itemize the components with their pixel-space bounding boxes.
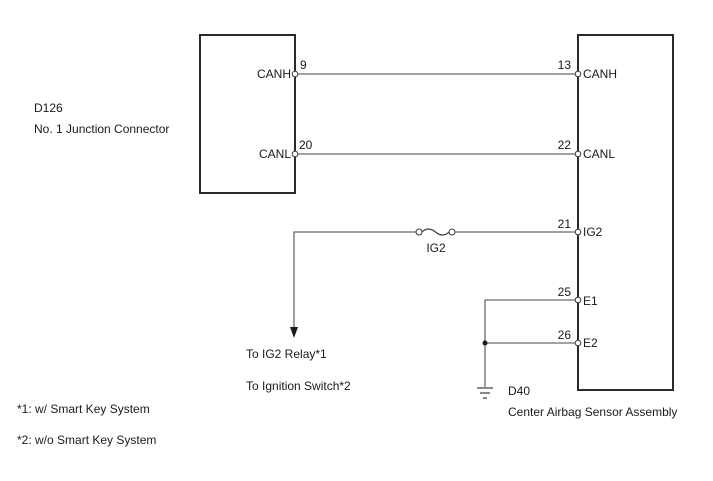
d40-pin-26-number: 26 xyxy=(558,328,572,342)
fuse-icon xyxy=(415,228,456,236)
pin-13-terminal xyxy=(574,70,582,78)
d40-canl-label: CANL xyxy=(583,147,615,161)
d40-pin-21-number: 21 xyxy=(558,217,572,231)
d126-code: D126 xyxy=(34,101,63,115)
d40-e1-label: E1 xyxy=(583,294,598,308)
arrow-down-icon xyxy=(290,327,298,338)
pin-20-terminal xyxy=(291,150,299,158)
ground-icon xyxy=(477,387,493,399)
d126-name: No. 1 Junction Connector xyxy=(34,122,169,136)
d40-name: Center Airbag Sensor Assembly xyxy=(508,405,677,419)
fuse-label: IG2 xyxy=(426,241,446,255)
destination-ig2-relay: To IG2 Relay*1 xyxy=(246,347,327,361)
d40-pin-25-number: 25 xyxy=(558,285,572,299)
d126-pin-9-number: 9 xyxy=(300,58,307,72)
d126-pin-20-number: 20 xyxy=(299,138,313,152)
airbag-sensor-box xyxy=(577,34,674,391)
destination-ignition-switch: To Ignition Switch*2 xyxy=(246,379,351,393)
junction-connector-box xyxy=(199,34,296,194)
d126-canl-label: CANL xyxy=(259,147,291,161)
d40-e2-label: E2 xyxy=(583,336,598,350)
pin-22-terminal xyxy=(574,150,582,158)
d40-pin-22-number: 22 xyxy=(558,138,572,152)
pin-26-terminal xyxy=(574,339,582,347)
d40-canh-label: CANH xyxy=(583,67,617,81)
pin-25-terminal xyxy=(574,296,582,304)
d126-canh-label: CANH xyxy=(257,67,291,81)
e1-ground-wire xyxy=(484,299,575,387)
note-1: *1: w/ Smart Key System xyxy=(17,402,150,416)
d40-ig2-label: IG2 xyxy=(583,225,603,239)
note-2: *2: w/o Smart Key System xyxy=(17,433,156,447)
d40-code: D40 xyxy=(508,384,530,398)
pin-21-terminal xyxy=(574,228,582,236)
ig2-wire-left xyxy=(293,231,416,328)
d40-pin-13-number: 13 xyxy=(558,58,572,72)
pin-9-terminal xyxy=(291,70,299,78)
junction-dot xyxy=(482,340,488,346)
